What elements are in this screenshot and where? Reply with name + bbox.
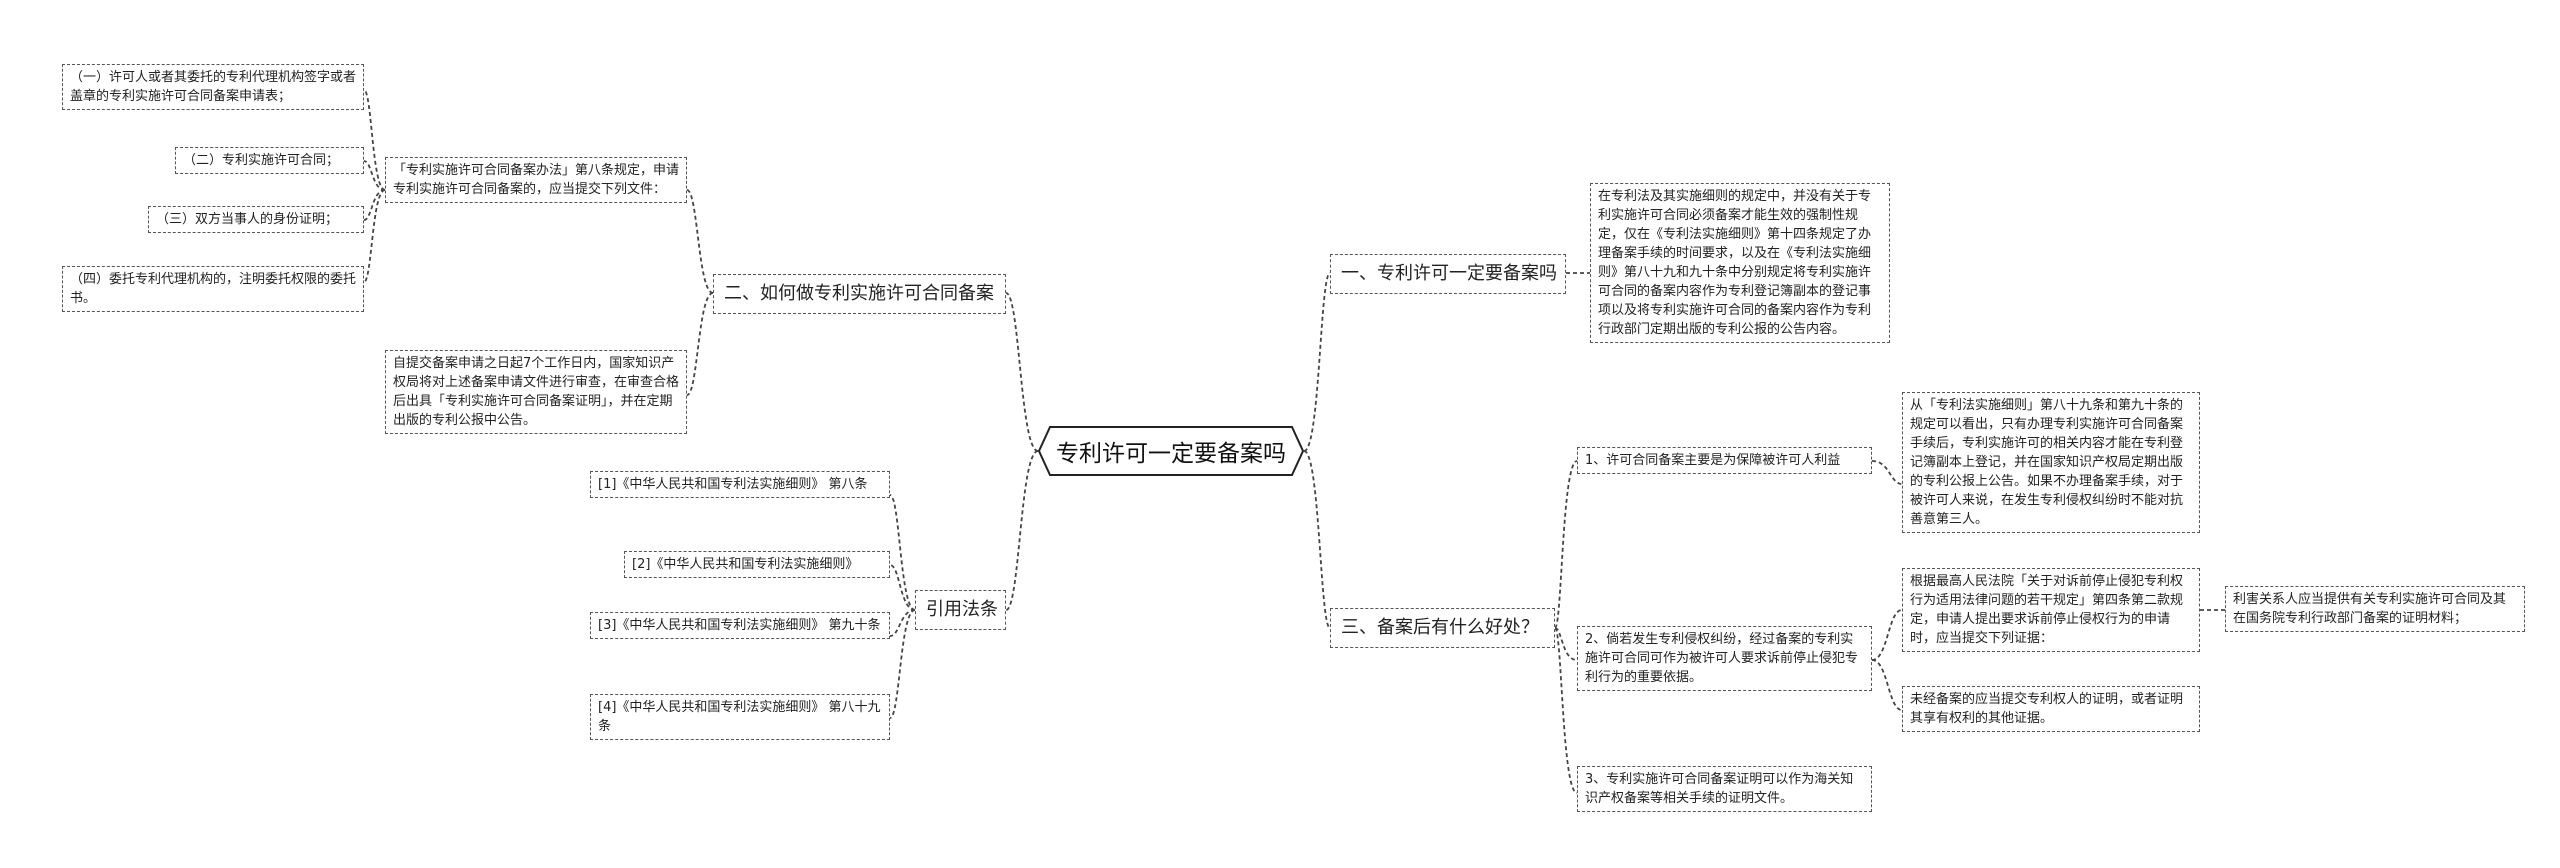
section-3-benefit-2-detail-1-sub: 利害关系人应当提供有关专利实施许可合同及其在国务院专利行政部门备案的证明材料； [2225,586,2525,632]
section-2-item-3: （三）双方当事人的身份证明； [148,206,364,233]
center-topic-label: 专利许可一定要备案吗 [1056,441,1286,467]
section-3-benefit-2-detail-1: 根据最高人民法院「关于对诉前停止侵犯专利权行为适用法律问题的若干规定」第四条第二… [1902,568,2200,652]
branch-section-1-label: 一、专利许可一定要备案吗 [1341,263,1557,284]
section-2-item-4: （四）委托专利代理机构的，注明委托权限的委托书。 [62,266,364,312]
section-2-item-1: （一）许可人或者其委托的专利代理机构签字或者盖章的专利实施许可合同备案申请表； [62,64,364,110]
section-2-review: 自提交备案申请之日起7个工作日内，国家知识产权局将对上述备案申请文件进行审查，在… [385,350,687,434]
section-3-benefit-1: 1、许可合同备案主要是为保障被许可人利益 [1577,447,1872,474]
branch-section-3[interactable]: 三、备案后有什么好处？ [1330,608,1555,648]
section-2-item-2: （二）专利实施许可合同； [175,147,364,174]
section-3-benefit-2-detail-2: 未经备案的应当提交专利权人的证明，或者证明其享有权利的其他证据。 [1902,686,2200,732]
section-2-intro: 「专利实施许可合同备案办法」第八条规定，申请专利实施许可合同备案的，应当提交下列… [385,157,687,203]
section-3-benefit-2: 2、倘若发生专利侵权纠纷，经过备案的专利实施许可合同可作为被许可人要求诉前停止侵… [1577,626,1872,691]
citation-4: [4]《中华人民共和国专利法实施细则》 第八十九条 [590,694,890,740]
branch-section-citations[interactable]: 引用法条 [915,590,1006,630]
branch-section-2[interactable]: 二、如何做专利实施许可合同备案 [713,274,1006,314]
center-hexagon-shape [1038,426,1304,476]
citation-3: [3]《中华人民共和国专利法实施细则》 第九十条 [590,612,890,639]
branch-section-citations-label: 引用法条 [926,599,998,620]
citation-2: [2]《中华人民共和国专利法实施细则》 [624,551,890,578]
branch-section-2-label: 二、如何做专利实施许可合同备案 [724,283,994,304]
section-3-benefit-3: 3、专利实施许可合同备案证明可以作为海关知识产权备案等相关手续的证明文件。 [1577,766,1872,812]
branch-section-1[interactable]: 一、专利许可一定要备案吗 [1330,254,1566,294]
citation-1: [1]《中华人民共和国专利法实施细则》 第八条 [590,471,890,498]
center-topic[interactable]: 专利许可一定要备案吗 [1038,426,1304,476]
branch-section-3-label: 三、备案后有什么好处？ [1341,617,1539,638]
section-3-benefit-1-detail: 从「专利法实施细则」第八十九条和第九十条的规定可以看出，只有办理专利实施许可合同… [1902,392,2200,533]
section-1-text: 在专利法及其实施细则的规定中，并没有关于专利实施许可合同必须备案才能生效的强制性… [1590,183,1890,343]
